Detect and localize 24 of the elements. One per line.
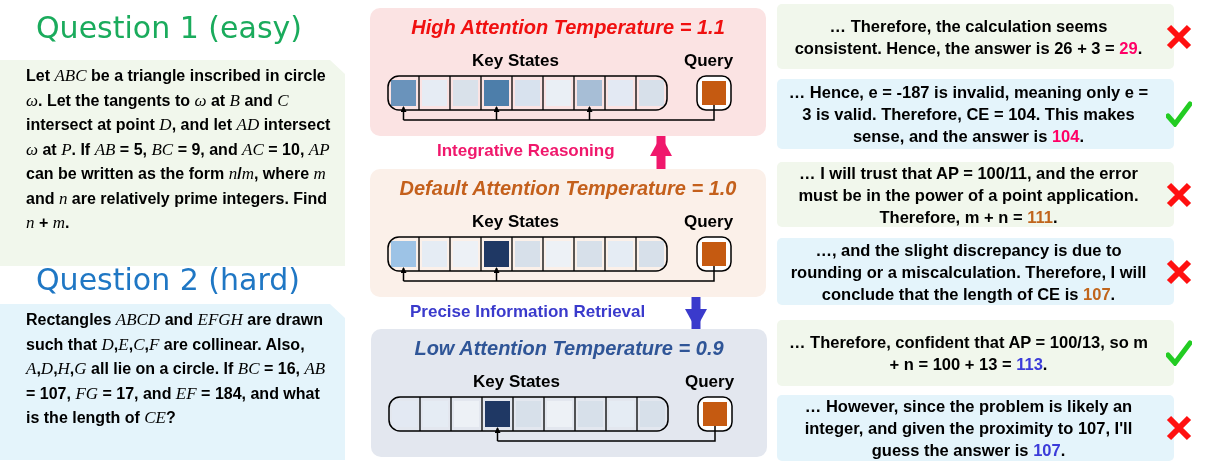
temperature-panel (370, 169, 766, 297)
reasoning-excerpt: …, and the slight discrepancy is due to rounding or a miscalculation. Therefore, I will conclude that the length of CE is 107. (777, 238, 1174, 305)
panel-title: Low Attention Temperature = 0.9 (413, 337, 725, 360)
question-text: Let ABC be a triangle inscribed in circle ω. Let the tangents to ω at B and C intersect at point D, and let AD intersect ω at P. If AB = 5, BC = 9, and AC = 10, AP can be written as the form n/m, where m and n are relatively prime integers. Find n + m. (0, 60, 345, 266)
edge-label: Integrative Reasoning (437, 141, 615, 161)
reasoning-excerpt: … Hence, e = -187 is invalid, meaning only e = 3 is valid. Therefore, CE = 104. This makes sense, and the answer is 104. (777, 79, 1174, 149)
temperature-panel (371, 329, 767, 457)
reasoning-excerpt: … I will trust that AP = 100/11, and the error must be in the power of a point application. Therefore, m + n = 111. (777, 162, 1174, 227)
reasoning-excerpt: … Therefore, confident that AP = 100/13, so m + n = 100 + 13 = 113. (777, 320, 1174, 386)
arrow (685, 297, 707, 329)
question-text: Rectangles ABCD and EFGH are drawn such that D,E,C,F are collinear. Also, A,D,H,G all lie on a circle. If BC = 16, AB = 107, FG = 17, and EF = 184, and what is the length of CE? (0, 304, 345, 460)
query-label: Query (684, 51, 734, 71)
key-states-label: Key States (473, 372, 560, 392)
question-heading: Question 1 (easy) (36, 10, 302, 45)
query-label: Query (684, 212, 734, 232)
arrow (650, 136, 672, 169)
reasoning-excerpt: … However, since the problem is likely an integer, and given the proximity to 107, I'll guess the answer is 107. (777, 395, 1174, 461)
key-states-label: Key States (472, 212, 559, 232)
key-states-label: Key States (472, 51, 559, 71)
reasoning-excerpt: … Therefore, the calculation seems consistent. Hence, the answer is 26 + 3 = 29. (777, 4, 1174, 69)
temperature-panel (370, 8, 766, 136)
query-label: Query (685, 372, 735, 392)
panel-title: Default Attention Temperature = 1.0 (398, 177, 738, 200)
panel-title: High Attention Temperature = 1.1 (410, 16, 726, 39)
